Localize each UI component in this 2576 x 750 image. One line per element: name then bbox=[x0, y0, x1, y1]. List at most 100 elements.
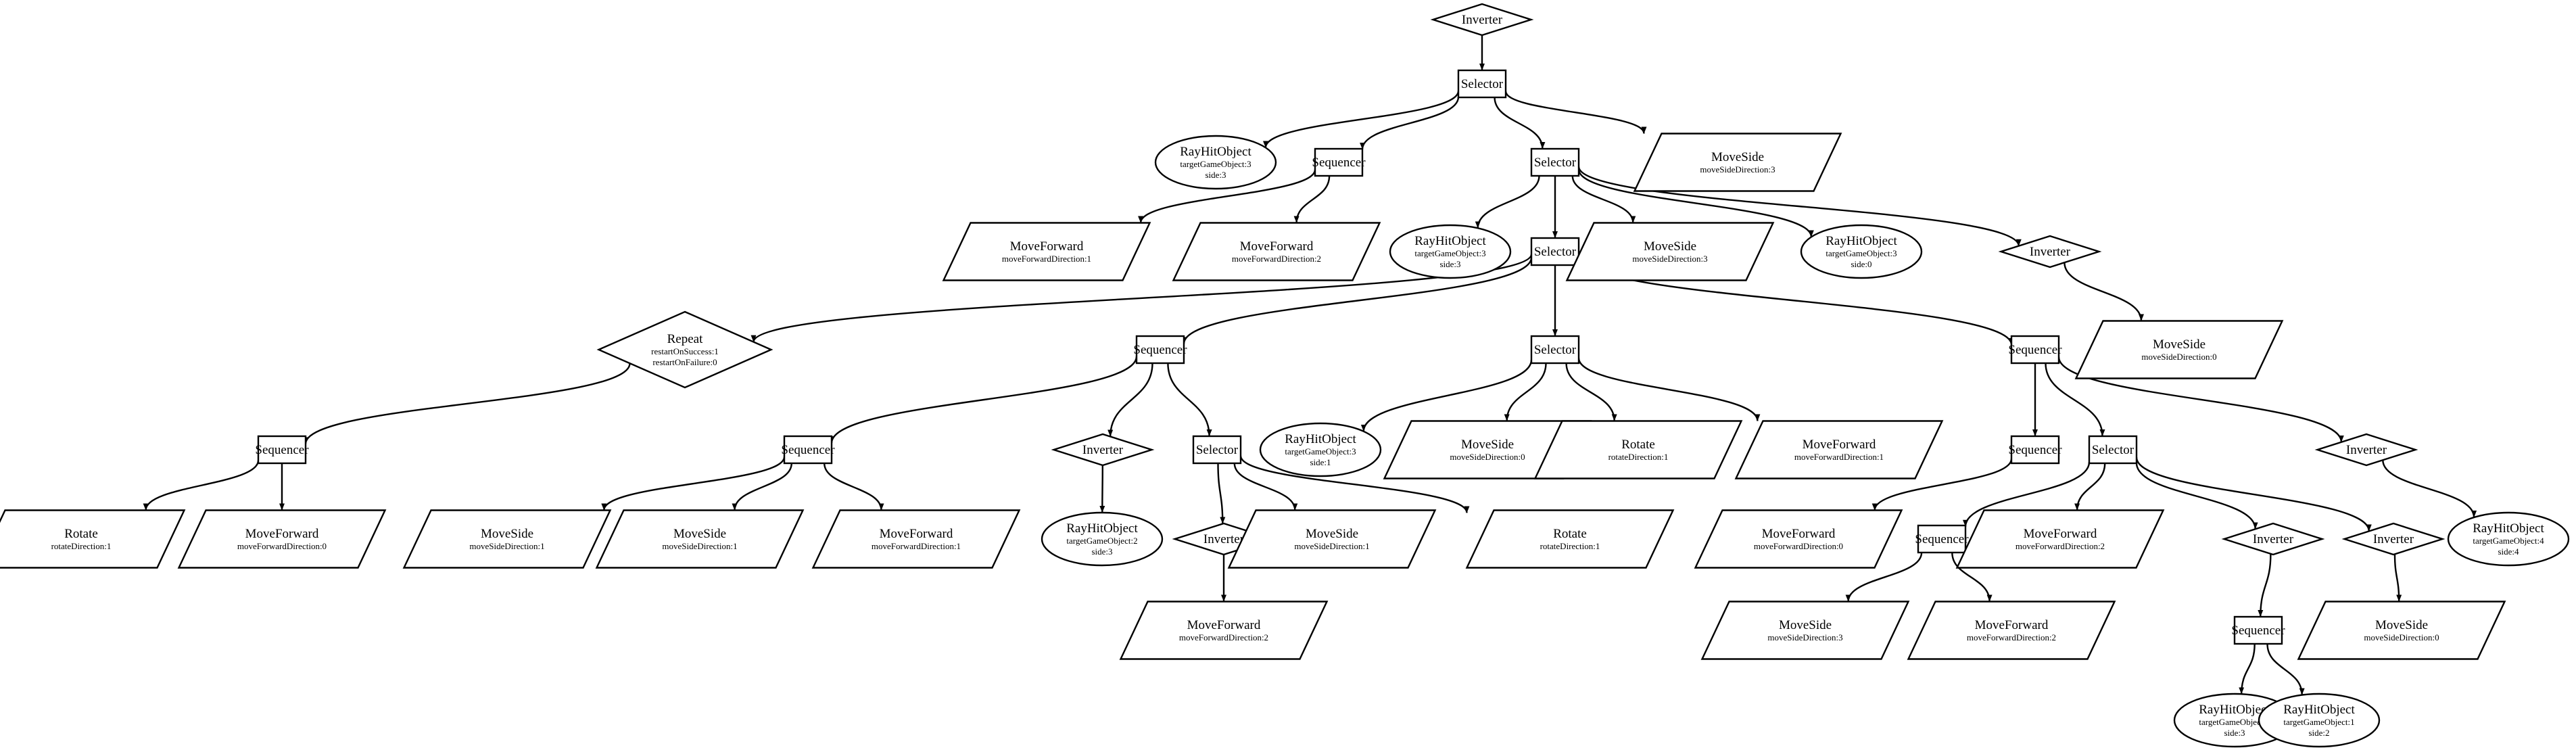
edge-n23-n28 bbox=[1099, 465, 1105, 513]
node-label: MoveSide bbox=[1461, 438, 1514, 452]
node-param: side:3 bbox=[2224, 728, 2245, 738]
node-param: moveSideDirection:3 bbox=[1700, 164, 1775, 174]
node-parallelogram-shape bbox=[1734, 420, 1944, 479]
node-ellipse-shape bbox=[2447, 511, 2570, 567]
node-diamond-shape bbox=[1051, 433, 1155, 467]
node-label: Selector bbox=[1196, 443, 1239, 457]
node-param: moveForwardDirection:2 bbox=[1967, 632, 2056, 642]
node-param: moveSideDirection:0 bbox=[1450, 452, 1525, 462]
node-label: RayHitObject bbox=[2283, 703, 2355, 717]
node-parallelogram-shape bbox=[811, 509, 1021, 569]
edge-n2-n4 bbox=[1360, 97, 1460, 149]
node-ellipse-shape bbox=[1800, 224, 1923, 279]
node-label: Repeat bbox=[667, 332, 703, 346]
node-param: side:3 bbox=[1439, 259, 1460, 269]
node-diamond-shape bbox=[1998, 235, 2102, 268]
node-selector: Selector bbox=[1530, 335, 1580, 365]
node-parallelogram-shape bbox=[595, 509, 805, 569]
node-label: MoveForward bbox=[1240, 239, 1314, 254]
edge-n16-n24 bbox=[1167, 362, 1212, 437]
edge-n38-n45 bbox=[2135, 456, 2372, 532]
node-param: targetGameObject:3 bbox=[1180, 159, 1251, 169]
node-label: MoveForward bbox=[1975, 618, 2049, 632]
node-diamond-shape bbox=[1430, 3, 1534, 37]
edge-n42-n47 bbox=[1951, 552, 1993, 602]
node-parallelogram-shape bbox=[177, 509, 387, 569]
node-param: targetGameObject:3 bbox=[1826, 248, 1897, 258]
node-param: restartOnFailure:0 bbox=[652, 357, 717, 367]
node-parallelogram-shape bbox=[1955, 509, 2165, 569]
edge-n10-n16 bbox=[1181, 257, 1533, 344]
node-label: Selector bbox=[1461, 77, 1504, 91]
node-param: targetGameObject:3 bbox=[2199, 717, 2270, 727]
edge-n24-n31 bbox=[1239, 455, 1470, 513]
node-diamond-shape bbox=[2341, 522, 2446, 556]
node-parallelogram-shape bbox=[2297, 601, 2506, 660]
edge-n17-n34 bbox=[1504, 362, 1547, 421]
node-param: restartOnSuccess:1 bbox=[651, 346, 719, 356]
node-box-shape bbox=[1530, 335, 1580, 365]
node-label: MoveSide bbox=[1779, 618, 1832, 632]
node-label: Inverter bbox=[1082, 443, 1124, 457]
edge-n15-n19 bbox=[303, 362, 631, 444]
node-label: Sequencer bbox=[1915, 532, 1969, 546]
node-box-shape bbox=[1135, 335, 1185, 365]
edge-n13-n14 bbox=[2064, 262, 2144, 321]
edge-n42-n46 bbox=[1845, 552, 1923, 602]
node-label: RayHitObject bbox=[2199, 703, 2270, 717]
node-param: side:3 bbox=[1205, 170, 1226, 180]
node-selector: Selector bbox=[1530, 237, 1580, 266]
node-label: Sequencer bbox=[2231, 624, 2285, 638]
node-label: MoveSide bbox=[1644, 239, 1696, 254]
node-param: moveSideDirection:3 bbox=[1767, 632, 1842, 642]
node-selector: Selector bbox=[1457, 69, 1507, 99]
edge-n48-n50 bbox=[2239, 643, 2256, 695]
node-box-shape bbox=[257, 435, 307, 465]
edge-n18-n38 bbox=[2045, 362, 2105, 437]
edge-n4-n8 bbox=[1293, 175, 1331, 223]
node-sequencer: Sequencer bbox=[2008, 435, 2062, 465]
node-label: Sequencer bbox=[2008, 443, 2062, 457]
node-label: Inverter bbox=[1203, 532, 1245, 546]
edge-n2-n5 bbox=[1494, 97, 1546, 149]
node-label: MoveForward bbox=[1010, 239, 1084, 254]
node-label: Inverter bbox=[2346, 443, 2387, 457]
node-label: MoveSide bbox=[1306, 527, 1358, 541]
node-box-shape bbox=[783, 435, 833, 465]
node-inverter: Inverter bbox=[2221, 522, 2325, 556]
node-param: targetGameObject:3 bbox=[1285, 446, 1356, 456]
edge-n17-n36 bbox=[1577, 358, 1761, 421]
node-label: RayHitObject bbox=[1285, 432, 1356, 446]
node-ellipse-shape bbox=[1389, 224, 1512, 279]
node-label: MoveForward bbox=[880, 527, 953, 541]
node-param: rotateDirection:1 bbox=[1608, 452, 1669, 462]
node-box-shape bbox=[2233, 615, 2283, 645]
node-param: moveSideDirection:0 bbox=[2141, 352, 2216, 362]
node-label: RayHitObject bbox=[2473, 521, 2544, 536]
node-label: RayHitObject bbox=[1414, 234, 1486, 248]
node-box-shape bbox=[1314, 147, 1364, 177]
node-label: RayHitObject bbox=[1180, 145, 1251, 159]
node-label: Sequencer bbox=[781, 443, 835, 457]
node-label: Inverter bbox=[2030, 245, 2071, 259]
node-box-shape bbox=[2088, 435, 2138, 465]
node-diamond-shape bbox=[2314, 433, 2418, 467]
node-param: targetGameObject:4 bbox=[2473, 536, 2544, 546]
edge-n19-n20 bbox=[143, 460, 260, 511]
node-label: MoveForward bbox=[1762, 527, 1836, 541]
node-label: Sequencer bbox=[1133, 343, 1187, 357]
